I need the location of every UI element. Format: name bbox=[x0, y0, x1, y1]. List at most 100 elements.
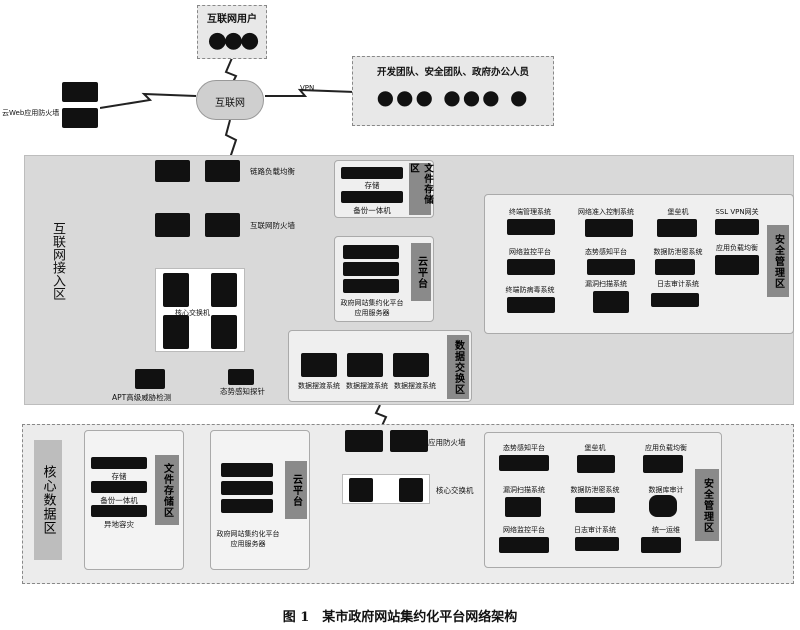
server-device-icon bbox=[343, 245, 399, 259]
link-lb-device-icon bbox=[155, 160, 190, 182]
users-icon: ●●● bbox=[207, 28, 260, 53]
probe-label: 态势感知探针 bbox=[220, 387, 265, 396]
core-switch-group bbox=[155, 268, 245, 352]
storage-label: 存储 bbox=[364, 181, 380, 190]
ssl-vpn-icon bbox=[715, 219, 759, 235]
ops-icon bbox=[641, 537, 681, 553]
ferry-device-icon bbox=[347, 353, 383, 377]
switch-device-icon bbox=[163, 273, 189, 307]
app-fw-label: 应用防火墙 bbox=[428, 438, 466, 447]
dlp-icon bbox=[575, 497, 615, 513]
core-file-storage-title: 文件存储区 bbox=[155, 455, 179, 525]
situational-awareness-icon bbox=[587, 259, 635, 275]
antivirus-icon bbox=[507, 297, 555, 313]
switch-device-icon bbox=[349, 478, 373, 502]
switch-device-icon bbox=[211, 273, 237, 307]
core-core-switch-group bbox=[342, 474, 430, 504]
core-cloud-platform: 政府网站集约化平台 应用服务器 云平台 bbox=[210, 430, 310, 570]
link-access-core bbox=[374, 404, 388, 431]
sec-item-label: 漏洞扫描系统 bbox=[585, 280, 627, 288]
link-waf-internet bbox=[99, 92, 197, 109]
sec-item-label: 漏洞扫描系统 bbox=[503, 486, 545, 494]
log-audit-icon bbox=[575, 537, 619, 551]
link-lb-device-icon bbox=[205, 160, 240, 182]
sec-item-label: 应用负载均衡 bbox=[645, 444, 687, 452]
figure-caption: 图 1 某市政府网站集约化平台网络架构 bbox=[282, 610, 518, 625]
internet-users-box: 互联网用户 ●●● bbox=[197, 5, 267, 59]
sec-item-label: 日志审计系统 bbox=[574, 526, 616, 534]
storage-label: 存储 bbox=[111, 472, 127, 481]
probe-device-icon bbox=[228, 369, 254, 385]
data-exchange-zone: 数据摆渡系统 数据摆渡系统 数据摆渡系统 数据交换区 bbox=[288, 330, 472, 402]
teams-box: 开发团队、安全团队、政府办公人员 ●●● ●●● ● bbox=[352, 56, 554, 126]
sec-item-label: 堡垒机 bbox=[667, 208, 689, 216]
cloud-server-label: 政府网站集约化平台 bbox=[340, 299, 404, 307]
log-audit-icon bbox=[651, 293, 699, 307]
ferry-device-icon bbox=[393, 353, 429, 377]
inet-fw-label: 互联网防火墙 bbox=[250, 221, 295, 230]
ferry-device-icon bbox=[301, 353, 337, 377]
bastion-icon bbox=[577, 455, 615, 473]
access-security-title: 安全管理区 bbox=[767, 225, 789, 297]
app-fw-device-icon bbox=[345, 430, 383, 452]
link-internet-lb bbox=[224, 119, 238, 159]
inet-fw-device-icon bbox=[205, 213, 240, 237]
apt-device-icon bbox=[135, 369, 165, 389]
cloud-waf-group bbox=[60, 80, 100, 134]
core-cloud-title: 云平台 bbox=[285, 461, 307, 519]
waf-device-icon bbox=[62, 108, 98, 128]
backup-device-icon bbox=[341, 191, 403, 203]
app-fw-device-icon bbox=[390, 430, 428, 452]
access-file-storage: 存储 备份一体机 文件存储区 bbox=[334, 160, 434, 218]
ferry-label: 数据摆渡系统 bbox=[298, 382, 340, 390]
internet-cloud: 互联网 bbox=[196, 80, 264, 120]
server-device-icon bbox=[221, 463, 273, 477]
switch-device-icon bbox=[163, 315, 189, 349]
sec-item-label: SSL VPN网关 bbox=[715, 208, 759, 216]
app-lb-icon bbox=[715, 255, 759, 275]
core-security-title: 安全管理区 bbox=[695, 469, 719, 541]
ferry-label: 数据摆渡系统 bbox=[346, 382, 388, 390]
net-monitor-icon bbox=[507, 259, 555, 275]
server-device-icon bbox=[343, 262, 399, 276]
core-security-zone: 态势感知平台 堡垒机 应用负载均衡 漏洞扫描系统 数据防泄密系统 数据库审计 网… bbox=[484, 432, 722, 568]
internet-label: 互联网 bbox=[215, 98, 245, 109]
dlp-icon bbox=[655, 259, 695, 275]
sec-item-label: 网络监控平台 bbox=[503, 526, 545, 534]
storage-device-icon bbox=[341, 167, 403, 179]
ferry-label: 数据摆渡系统 bbox=[394, 382, 436, 390]
sec-item-label: 网络监控平台 bbox=[509, 248, 551, 256]
access-file-storage-title: 文件存储区 bbox=[408, 163, 433, 215]
server-device-icon bbox=[343, 279, 399, 293]
sec-item-label: 终端管理系统 bbox=[509, 208, 551, 216]
team-people-icon: ●●● ●●● ● bbox=[376, 85, 530, 109]
server-device-icon bbox=[221, 481, 273, 495]
switch-device-icon bbox=[211, 315, 237, 349]
access-cloud-platform: 政府网站集约化平台 应用服务器 云平台 bbox=[334, 236, 434, 322]
sec-item-label: 态势感知平台 bbox=[585, 248, 627, 256]
sec-item-label: 堡垒机 bbox=[584, 444, 606, 452]
core-switch-label: 核心交换机 bbox=[436, 486, 474, 495]
switch-device-icon bbox=[399, 478, 423, 502]
situational-awareness-icon bbox=[499, 455, 549, 471]
sec-item-label: 数据库审计 bbox=[648, 486, 684, 494]
backup-label: 备份一体机 bbox=[353, 206, 391, 215]
backup-device-icon bbox=[91, 481, 147, 493]
sec-item-label: 统一运维 bbox=[652, 526, 680, 534]
storage-device-icon bbox=[91, 457, 147, 469]
waf-device-icon bbox=[62, 82, 98, 102]
sec-item-label: 网络准入控制系统 bbox=[578, 208, 634, 216]
access-cloud-title: 云平台 bbox=[411, 243, 431, 301]
inet-fw-device-icon bbox=[155, 213, 190, 237]
sec-item-label: 终端防病毒系统 bbox=[505, 286, 555, 294]
apt-label: APT高级威胁检测 bbox=[112, 393, 172, 402]
access-zone-title: 互联网接入区 bbox=[50, 222, 65, 300]
nac-icon bbox=[585, 219, 633, 237]
sec-item-label: 数据防泄密系统 bbox=[653, 248, 703, 256]
access-security-zone: 终端管理系统 网络准入控制系统 堡垒机 SSL VPN网关 网络监控平台 态势感… bbox=[484, 194, 794, 334]
app-lb-icon bbox=[643, 455, 683, 473]
core-switch-label: 核心交换机 bbox=[175, 309, 210, 317]
sec-item-label: 态势感知平台 bbox=[503, 444, 545, 452]
terminal-mgmt-icon bbox=[507, 219, 555, 235]
teams-label: 开发团队、安全团队、政府办公人员 bbox=[376, 67, 529, 78]
